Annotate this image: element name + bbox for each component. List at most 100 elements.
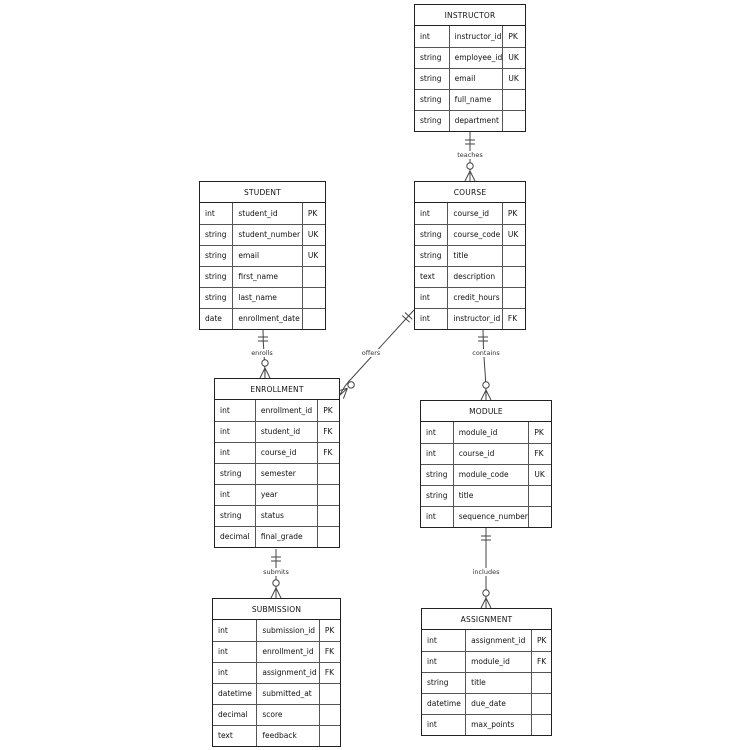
attribute-key <box>502 88 525 110</box>
attribute-type: int <box>420 208 430 218</box>
relationship-label-includes: includes <box>471 568 501 576</box>
attribute-key: UK <box>301 244 325 266</box>
attribute-key: UK <box>501 223 525 245</box>
zero-cardinality-circle <box>482 589 490 597</box>
attribute-type: string <box>215 462 256 484</box>
attribute-name: max_points <box>465 713 532 735</box>
attribute-type: int <box>215 420 256 442</box>
entity-title: ASSIGNMENT <box>422 609 551 630</box>
attribute-name: submitted_at <box>256 682 320 704</box>
attribute-type: text <box>415 265 448 287</box>
attribute-type: string <box>200 244 233 266</box>
zero-cardinality-circle <box>261 359 269 367</box>
entity-title: ENROLLMENT <box>215 379 339 400</box>
attribute-key <box>501 286 525 308</box>
crows-foot-mark <box>480 597 487 609</box>
attribute-key <box>301 307 325 329</box>
attribute-type: int <box>426 427 436 437</box>
attribute-name: title <box>447 244 503 266</box>
crows-foot-mark <box>469 170 476 182</box>
attribute-name: due_date <box>465 692 532 714</box>
attribute-key: UK <box>301 223 325 245</box>
attribute-key: PK <box>301 203 325 224</box>
attribute-name: employee_id <box>448 46 503 68</box>
attribute-key <box>318 724 340 746</box>
zero-cardinality-circle <box>466 162 474 170</box>
attribute-name: sequence_number <box>452 505 529 527</box>
attribute-name: credit_hours <box>447 286 503 308</box>
attribute-type: int <box>427 635 437 645</box>
attribute-key: FK <box>501 307 525 329</box>
attribute-name: status <box>254 504 318 526</box>
attribute-name: course_id <box>452 442 529 464</box>
zero-cardinality-circle <box>272 579 280 587</box>
attribute-key <box>501 244 525 266</box>
crows-foot-mark <box>485 389 492 401</box>
attribute-name: student_id <box>232 203 303 224</box>
attribute-name: score <box>256 703 320 725</box>
relationship-label-contains: contains <box>471 349 501 357</box>
attribute-key: FK <box>318 640 340 662</box>
relationship-line-contains <box>482 328 487 401</box>
crows-foot-mark <box>485 597 492 609</box>
attribute-type: string <box>415 223 448 245</box>
entity-title: INSTRUCTOR <box>415 5 525 26</box>
attribute-name: module_code <box>452 463 529 485</box>
relationship-label-offers: offers <box>360 349 382 357</box>
attribute-type: int <box>415 286 448 308</box>
attribute-name: final_grade <box>254 525 318 547</box>
attribute-type: string <box>422 671 466 693</box>
attribute-key <box>502 109 525 131</box>
attribute-key <box>318 682 340 704</box>
attribute-key: FK <box>317 441 339 463</box>
attribute-type: text <box>213 724 257 746</box>
attribute-key <box>317 462 339 484</box>
entity-title: COURSE <box>415 182 525 203</box>
one-cardinality-mark <box>401 315 410 323</box>
entity-title: MODULE <box>421 401 551 422</box>
attribute-name: submission_id <box>256 620 320 641</box>
attribute-name: assignment_id <box>256 661 320 683</box>
attribute-type: int <box>215 483 256 505</box>
attribute-type: string <box>215 504 256 526</box>
attribute-key: PK <box>528 422 551 443</box>
zero-cardinality-circle <box>482 381 490 389</box>
attribute-type: int <box>422 650 466 672</box>
one-cardinality-mark <box>404 312 413 320</box>
zero-cardinality-circle <box>347 381 355 389</box>
attribute-name: course_id <box>254 441 318 463</box>
attribute-type: int <box>220 405 230 415</box>
attribute-key: PK <box>318 620 340 641</box>
